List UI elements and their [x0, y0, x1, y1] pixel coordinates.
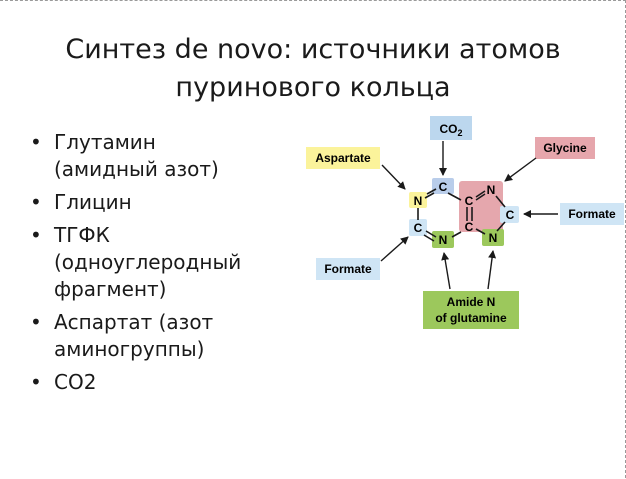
- atom-c-ring-bottom: C: [465, 220, 474, 234]
- bullet-item: • ТГФК (одноуглеродный фрагмент): [28, 222, 278, 303]
- co2-label: CO2: [439, 122, 462, 138]
- formate-right-label-box: [560, 203, 624, 225]
- glutamine-nitrogen-highlight: [432, 231, 454, 248]
- bullet-text: Аспартат (азот: [54, 310, 214, 334]
- co2-label-subscript: 2: [457, 128, 462, 138]
- bullet-text: Глицин: [54, 190, 132, 214]
- atom-c-five-right: C: [506, 208, 515, 222]
- source-arrows: [380, 141, 558, 290]
- formate-left-label-box: [316, 258, 380, 280]
- aspartate-label-box: [306, 147, 380, 169]
- co2-label-box: [430, 116, 472, 140]
- glutamine-five-ring-nitrogen-highlight: [482, 229, 504, 246]
- bullet-glyph: •: [30, 310, 42, 334]
- bullet-text: Глутамин: [54, 130, 156, 154]
- bullet-text: CO2: [54, 370, 97, 394]
- bullet-item: • Глицин: [28, 189, 278, 216]
- ring-bonds: [417, 188, 506, 242]
- co2-carbon-highlight: [432, 178, 454, 194]
- title-line-2: пуринового кольца: [175, 72, 451, 103]
- bullet-glyph: •: [30, 130, 42, 154]
- bullet-item: • Глутамин (амидный азот): [28, 129, 278, 183]
- atom-n-five-top: N: [487, 183, 496, 197]
- glycine-label: Glycine: [543, 141, 587, 155]
- glutamine-label-box: [423, 291, 519, 329]
- bullet-glyph: •: [30, 223, 42, 247]
- atom-n-five-bottom: N: [489, 231, 498, 245]
- bullet-text: фрагмент): [54, 277, 167, 301]
- atom-c-ring-top: C: [465, 194, 474, 208]
- bullet-text: ТГФК: [54, 223, 110, 247]
- formate-left-label: Formate: [324, 262, 372, 276]
- formate-left-carbon-highlight: [409, 219, 427, 236]
- aspartate-nitrogen-highlight: [409, 192, 427, 208]
- glutamine-arrow-left: [441, 252, 451, 290]
- formate-right-label: Formate: [568, 207, 616, 221]
- atom-c-top: C: [439, 180, 448, 194]
- bullet-item: • CO2: [28, 369, 278, 396]
- bullet-text: (одноуглеродный: [54, 250, 242, 274]
- glutamine-arrow-right: [487, 250, 497, 290]
- formate-right-carbon-highlight: [500, 206, 519, 223]
- atom-n-left: N: [414, 194, 423, 208]
- aspartate-label: Aspartate: [315, 151, 371, 165]
- aspartate-arrow: [381, 164, 406, 190]
- glycine-label-box: [535, 137, 595, 159]
- glutamine-label-line-1: Amide N: [447, 295, 496, 309]
- title-line-1: Синтез de novo: источники атомов: [65, 34, 561, 65]
- atom-n-bottom: N: [439, 233, 448, 247]
- glycine-arrow: [504, 157, 537, 182]
- bullet-glyph: •: [30, 190, 42, 214]
- co2-label-main: CO: [439, 122, 457, 136]
- bullet-list: • Глутамин (амидный азот) • Глицин • ТГФ…: [28, 129, 278, 402]
- bullet-glyph: •: [30, 370, 42, 394]
- bullet-item: • Аспартат (азот аминогруппы): [28, 309, 278, 363]
- slide-title: Синтез de novo: источники атомов пуринов…: [0, 31, 626, 107]
- formate-left-arrow: [380, 236, 409, 262]
- glutamine-label-line-2: of glutamine: [435, 311, 507, 325]
- bullet-text: (амидный азот): [54, 157, 219, 181]
- atom-c-left: C: [414, 221, 423, 235]
- bullet-text: аминогруппы): [54, 337, 205, 361]
- glycine-atom-highlight: [459, 181, 503, 232]
